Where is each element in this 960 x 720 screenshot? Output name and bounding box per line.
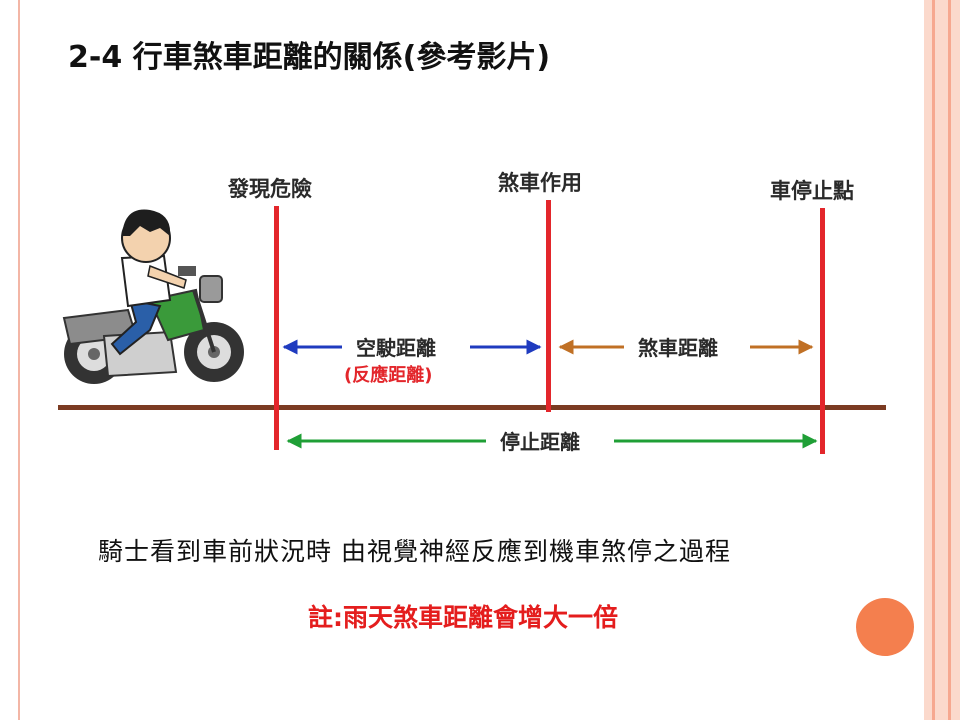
motorcycle-rider-illustration bbox=[62, 209, 244, 384]
slide-border-left bbox=[18, 0, 20, 720]
danger-marker-label: 發現危險 bbox=[227, 177, 312, 201]
stopping-distance-label: 停止距離 bbox=[500, 430, 580, 454]
danger-marker-line bbox=[274, 206, 279, 450]
stop-point-marker-line bbox=[820, 208, 825, 454]
rain-note: 註:雨天煞車距離會增大一倍 bbox=[308, 603, 618, 632]
ground-line bbox=[58, 405, 886, 410]
stop-point-marker-label: 車停止點 bbox=[770, 179, 854, 203]
slide-title: 2-4 行車煞車距離的關係(參考影片) bbox=[68, 40, 551, 75]
brake-action-marker-line bbox=[546, 200, 551, 412]
decorative-orange-circle bbox=[856, 598, 914, 656]
slide-side-band bbox=[924, 0, 960, 720]
reaction-distance-label: (反應距離) bbox=[344, 364, 432, 386]
process-description: 騎士看到車前狀況時 由視覺神經反應到機車煞停之過程 bbox=[98, 537, 731, 566]
braking-distance-label: 煞車距離 bbox=[638, 336, 718, 360]
idle-distance-label: 空駛距離 bbox=[356, 336, 436, 360]
brake-action-marker-label: 煞車作用 bbox=[498, 171, 582, 195]
